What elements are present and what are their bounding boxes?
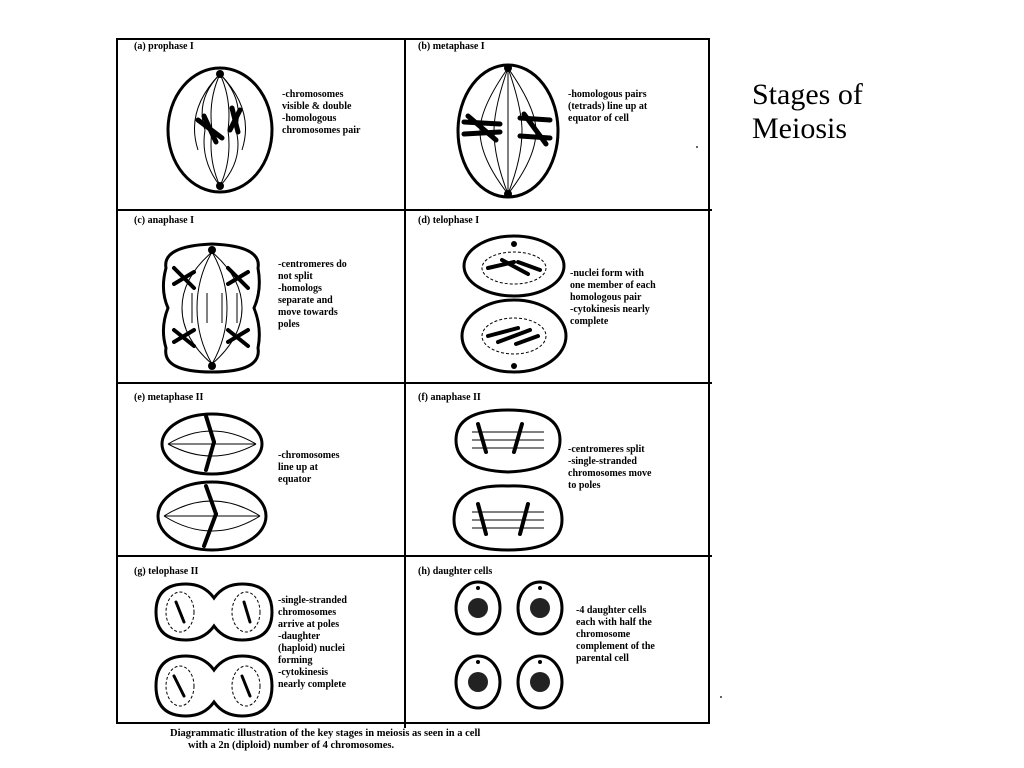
grid-divider-row1 bbox=[116, 209, 712, 211]
panel-d-description: -nuclei form with one member of each hom… bbox=[570, 268, 656, 327]
grid-divider-row2 bbox=[116, 382, 712, 384]
panel-b-description: -homologous pairs (tetrads) line up at e… bbox=[568, 89, 648, 124]
anaphase-ii-cells-drawing bbox=[452, 408, 564, 552]
anaphase-i-cell-drawing bbox=[161, 242, 261, 374]
panel-h-description: -4 daughter cells each with half the chr… bbox=[576, 605, 655, 664]
panel-d-label: (d) telophase I bbox=[418, 215, 480, 226]
grid-divider-row3 bbox=[116, 555, 712, 557]
panel-g-label: (g) telophase II bbox=[134, 566, 199, 577]
panel-c-description: -centromeres do not split -homologs sepa… bbox=[278, 259, 347, 330]
panel-a-description: -chromosomes visible & double -homologou… bbox=[282, 89, 361, 136]
panel-a-label: (a) prophase I bbox=[134, 41, 194, 52]
panel-b-label: (b) metaphase I bbox=[418, 41, 485, 52]
figure-frame bbox=[116, 38, 710, 724]
slide-title: Stages of Meiosis bbox=[752, 78, 863, 145]
stray-dot bbox=[720, 696, 722, 698]
telophase-i-cells-drawing bbox=[460, 234, 568, 374]
panel-e-description: -chromosomes line up at equator bbox=[278, 450, 340, 485]
metaphase-ii-cells-drawing bbox=[156, 412, 268, 552]
metaphase-i-cell-drawing bbox=[456, 63, 560, 199]
prophase-i-cell-drawing bbox=[166, 66, 274, 194]
panel-f-description: -centromeres split -single-stranded chro… bbox=[568, 444, 652, 491]
panel-c-label: (c) anaphase I bbox=[134, 215, 195, 226]
telophase-ii-cells-drawing bbox=[154, 582, 274, 718]
panel-g-description: -single-stranded chromosomes arrive at p… bbox=[278, 595, 347, 690]
panel-f-label: (f) anaphase II bbox=[418, 392, 481, 403]
panel-e-label: (e) metaphase II bbox=[134, 392, 204, 403]
stray-dot bbox=[696, 146, 698, 148]
daughter-cells-drawing bbox=[454, 580, 564, 710]
figure-caption: Diagrammatic illustration of the key sta… bbox=[170, 728, 481, 751]
panel-h-label: (h) daughter cells bbox=[418, 566, 493, 577]
